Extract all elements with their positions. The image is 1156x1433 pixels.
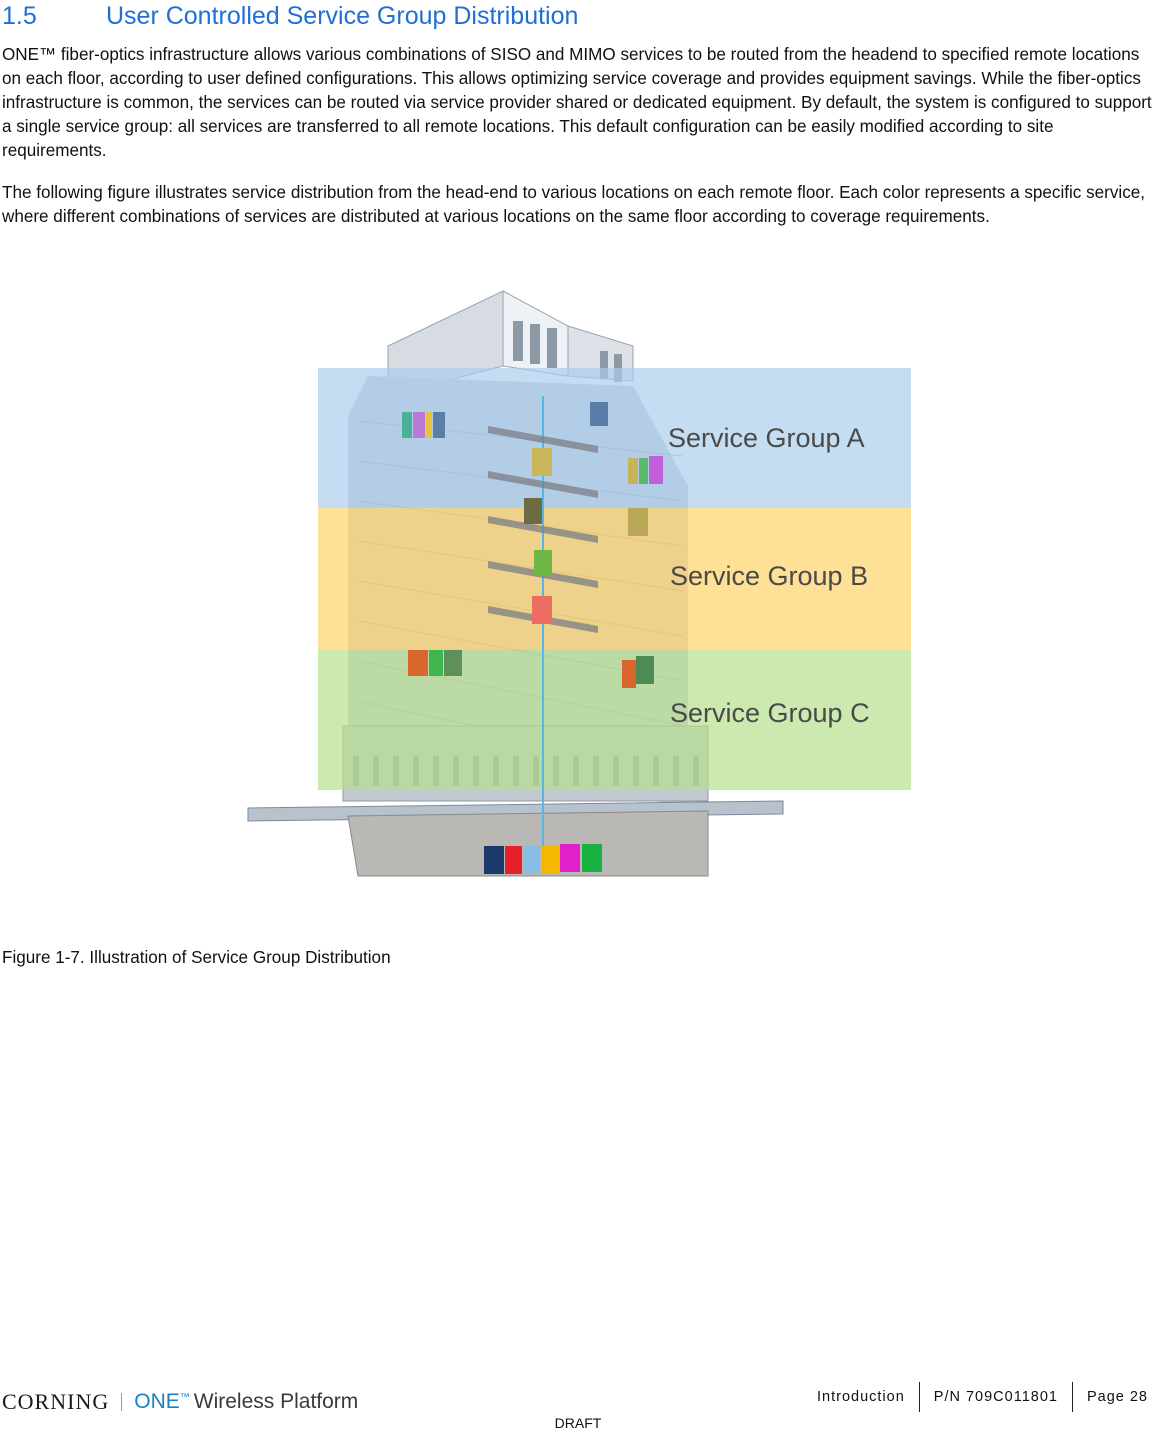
headend-service	[542, 846, 559, 874]
service-group-illustration: Service Group A Service Group B Service …	[238, 286, 918, 906]
headend-service	[582, 844, 602, 872]
headend-service	[505, 846, 522, 874]
service-group-b-label: Service Group B	[670, 561, 868, 591]
service-group-b-band	[318, 508, 911, 650]
section-number: 1.5	[2, 2, 37, 30]
building-illustration: Service Group A Service Group B Service …	[247, 290, 911, 877]
service-group-a-label: Service Group A	[668, 423, 865, 453]
headend-service	[523, 846, 540, 874]
logo-separator	[121, 1393, 123, 1411]
product-name: Wireless Platform	[193, 1390, 359, 1413]
footer-page-number: Page 28	[1086, 1389, 1148, 1405]
one-logo: ONE™	[134, 1390, 190, 1413]
corning-logo: CORNING	[2, 1389, 110, 1414]
intro-paragraph: ONE™ fiber-optics infrastructure allows …	[2, 45, 1152, 160]
footer-part-number: P/N 709C011801	[933, 1389, 1058, 1405]
headend-service	[484, 846, 504, 874]
headend-service	[560, 844, 580, 872]
footer-divider	[918, 1382, 920, 1412]
service-group-c-label: Service Group C	[670, 698, 870, 728]
footer-divider	[1071, 1382, 1073, 1412]
section-heading: 1.5 User Controlled Service Group Distrib…	[2, 2, 578, 31]
footer-info: Introduction P/N 709C011801 Page 28	[817, 1382, 1148, 1412]
headend-services	[484, 844, 602, 874]
draft-watermark: DRAFT	[554, 1415, 602, 1431]
figure-description-paragraph: The following figure illustrates service…	[2, 183, 1145, 226]
remote-units	[402, 402, 663, 688]
section-title: User Controlled Service Group Distributi…	[106, 2, 579, 30]
figure-caption: Figure 1-7. Illustration of Service Grou…	[2, 948, 391, 967]
footer-logo: CORNING ONE™ Wireless Platform	[2, 1386, 358, 1418]
footer-section: Introduction	[817, 1389, 905, 1405]
